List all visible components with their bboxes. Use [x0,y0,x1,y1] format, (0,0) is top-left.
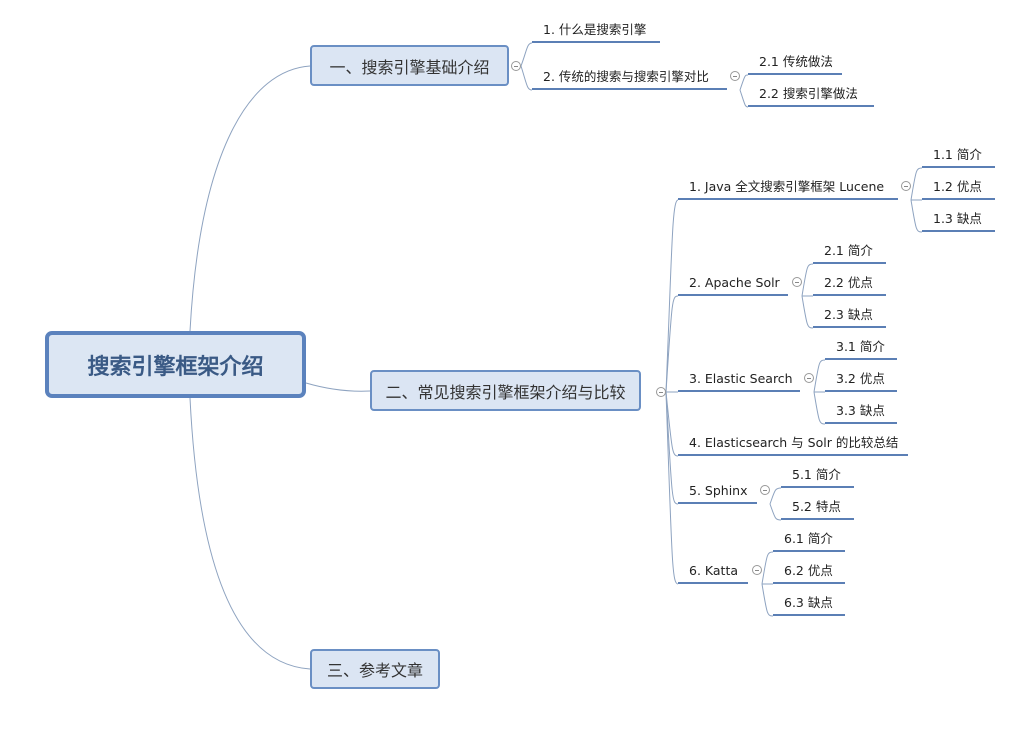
subtopic[interactable]: 5. Sphinx [678,482,757,504]
collapse-icon[interactable] [752,565,762,575]
subtopic[interactable]: 3.3 缺点 [825,402,897,424]
subtopic[interactable]: 3. Elastic Search [678,370,800,392]
topic-search-engine-basics[interactable]: 一、搜索引擎基础介绍 [310,45,509,86]
collapse-icon[interactable] [730,71,740,81]
subtopic[interactable]: 6. Katta [678,562,748,584]
subtopic[interactable]: 2. Apache Solr [678,274,788,296]
collapse-icon[interactable] [760,485,770,495]
collapse-icon[interactable] [656,387,666,397]
subtopic[interactable]: 2.2 优点 [813,274,886,296]
subtopic[interactable]: 6.3 缺点 [773,594,845,616]
topic-references[interactable]: 三、参考文章 [310,649,440,689]
subtopic[interactable]: 1.3 缺点 [922,210,995,232]
collapse-icon[interactable] [804,373,814,383]
subtopic[interactable]: 1.2 优点 [922,178,995,200]
subtopic[interactable]: 1. 什么是搜索引擎 [532,21,660,43]
subtopic[interactable]: 6.1 简介 [773,530,845,552]
subtopic[interactable]: 1. Java 全文搜索引擎框架 Lucene [678,178,898,200]
subtopic[interactable]: 2.1 简介 [813,242,886,264]
subtopic[interactable]: 6.2 优点 [773,562,845,584]
root-topic[interactable]: 搜索引擎框架介绍 [45,331,306,398]
subtopic[interactable]: 2.3 缺点 [813,306,886,328]
subtopic[interactable]: 2.2 搜索引擎做法 [748,85,874,107]
subtopic[interactable]: 3.1 简介 [825,338,897,360]
topic-common-frameworks[interactable]: 二、常见搜索引擎框架介绍与比较 [370,370,641,411]
collapse-icon[interactable] [511,61,521,71]
subtopic[interactable]: 2.1 传统做法 [748,53,842,75]
collapse-icon[interactable] [792,277,802,287]
subtopic[interactable]: 4. Elasticsearch 与 Solr 的比较总结 [678,434,908,456]
subtopic[interactable]: 2. 传统的搜索与搜索引擎对比 [532,68,727,90]
subtopic[interactable]: 5.2 特点 [781,498,854,520]
subtopic[interactable]: 3.2 优点 [825,370,897,392]
collapse-icon[interactable] [901,181,911,191]
subtopic[interactable]: 5.1 简介 [781,466,854,488]
subtopic[interactable]: 1.1 简介 [922,146,995,168]
